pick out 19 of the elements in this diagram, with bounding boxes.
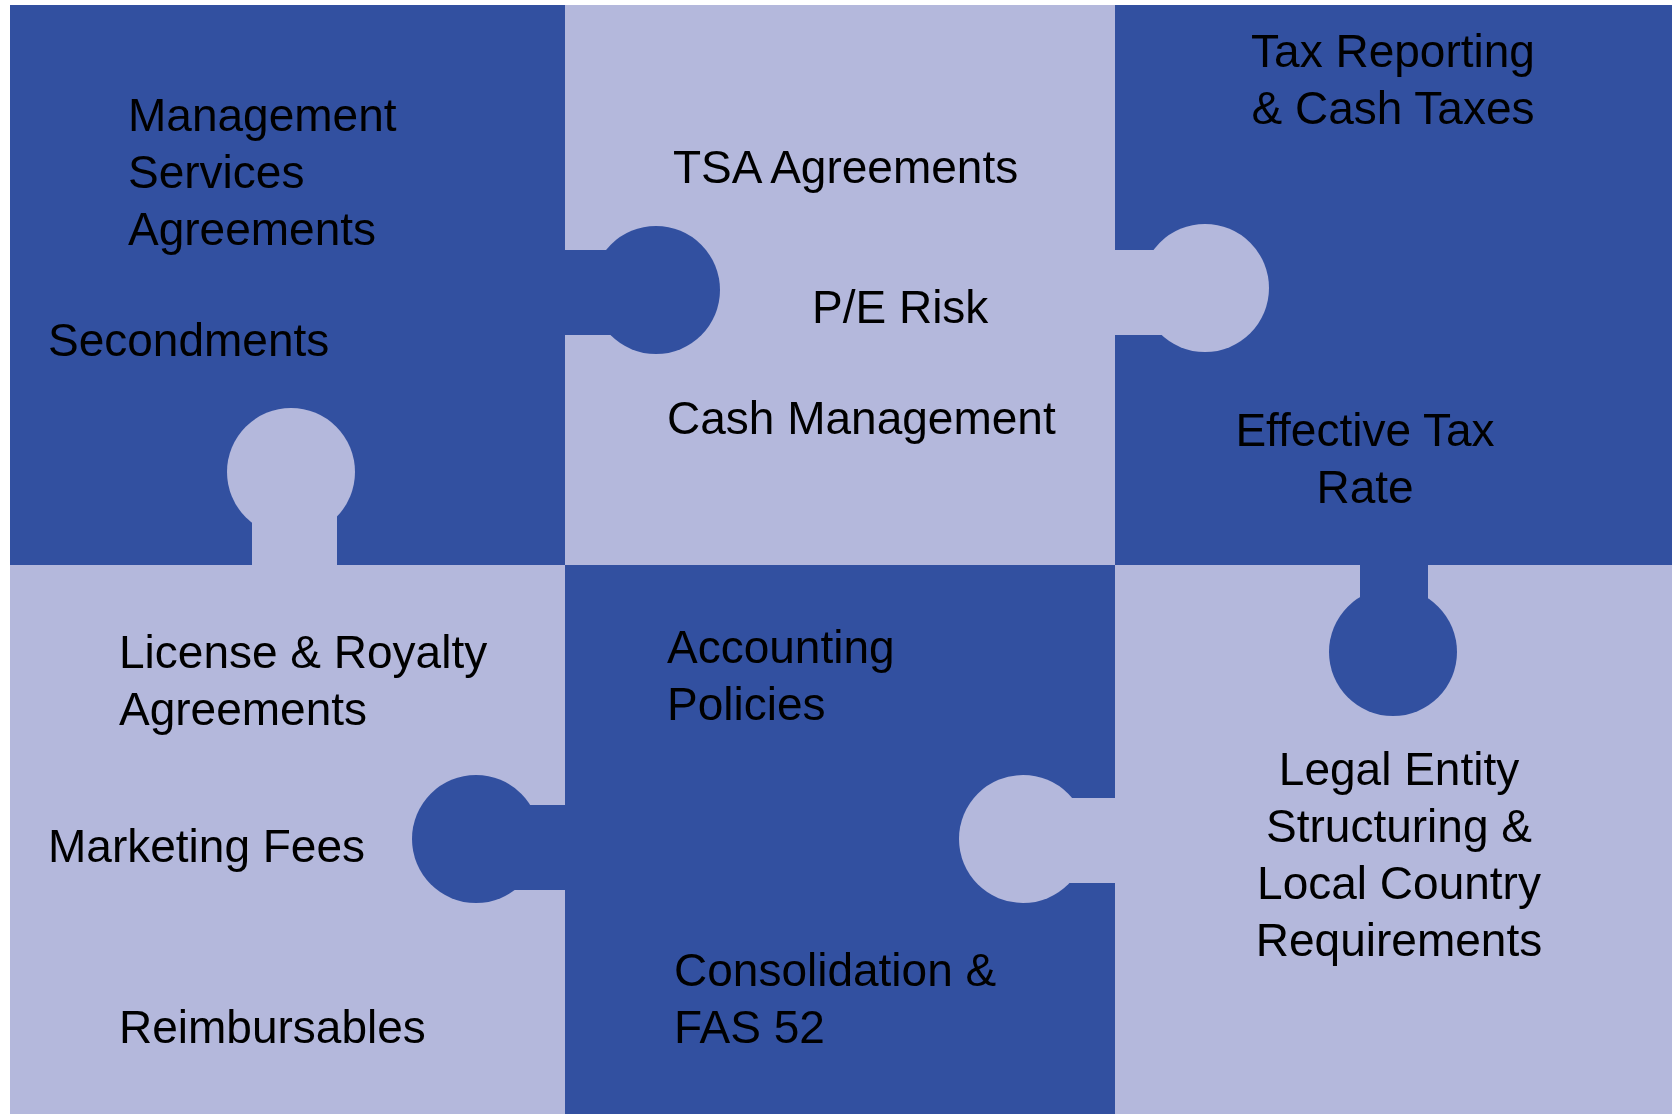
- piece-label: Cash Management: [667, 391, 1057, 446]
- piece-label: Accounting Policies: [667, 620, 896, 732]
- piece-label: P/E Risk: [812, 280, 990, 335]
- puzzle-piece: [565, 5, 1115, 565]
- piece-label: Secondments: [48, 313, 331, 368]
- piece-label: TSA Agreements: [673, 140, 1020, 195]
- piece-label: Consolidation & FAS 52: [674, 943, 998, 1055]
- puzzle-piece: [10, 5, 565, 565]
- piece-label: Marketing Fees: [48, 819, 366, 874]
- piece-label: Legal Entity Structuring & Local Country Requirements: [1254, 742, 1544, 968]
- piece-label: Management Services Agreements: [128, 88, 398, 257]
- puzzle-piece: [1115, 5, 1672, 565]
- piece-label: Effective Tax Rate: [1234, 403, 1496, 515]
- piece-label: Reimbursables: [119, 1000, 427, 1055]
- puzzle-piece: [1115, 565, 1672, 1114]
- puzzle-piece: [565, 565, 1115, 1114]
- piece-label: License & Royalty Agreements: [119, 625, 489, 737]
- piece-label: Tax Reporting & Cash Taxes: [1250, 24, 1536, 136]
- puzzle-piece: [10, 565, 565, 1114]
